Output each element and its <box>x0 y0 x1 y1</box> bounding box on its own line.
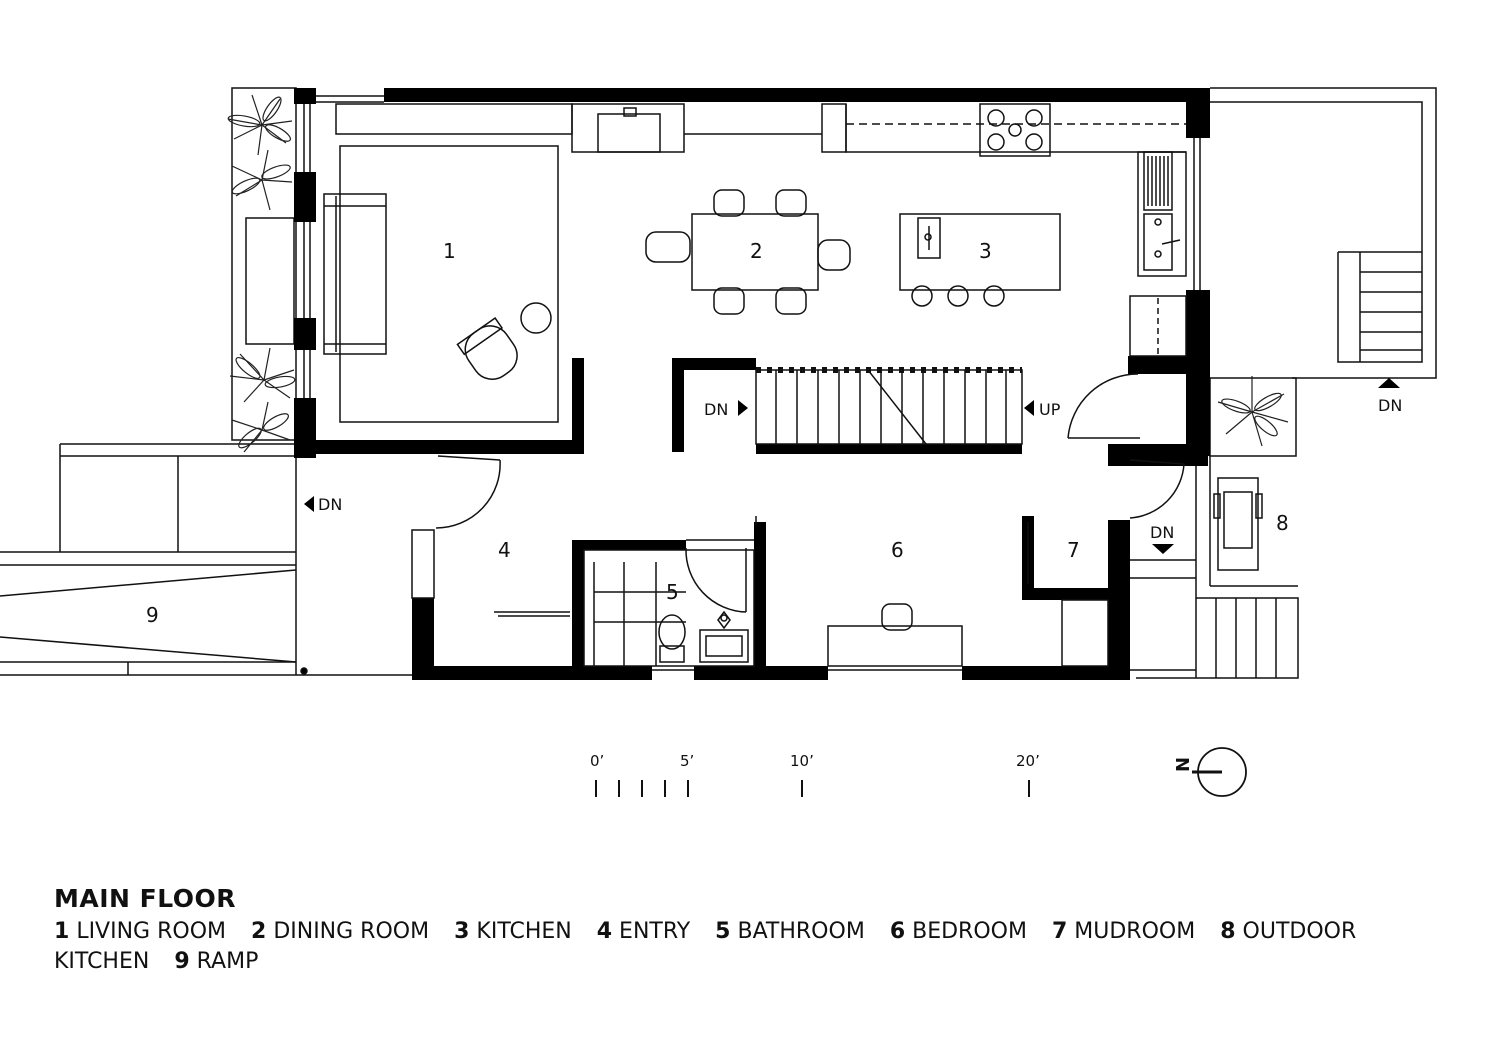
interior-details <box>300 95 1201 675</box>
stair-label-dn-main: DN <box>704 400 728 419</box>
legend-body: 1 LIVING ROOM 2 DINING ROOM 3 KITCHEN 4 … <box>54 917 1434 977</box>
room-number-6: 6 <box>891 538 904 562</box>
legend-item-outdoor-kitchen: 8 OUTDOOR KITCHEN <box>54 919 1357 974</box>
room-number-2: 2 <box>750 239 763 263</box>
legend-item-kitchen: 3 KITCHEN <box>454 919 572 944</box>
stair-label-up: UP <box>1039 400 1061 419</box>
stair-label-dn-mudroom: DN <box>1150 523 1174 542</box>
stair-arrows <box>304 378 1400 554</box>
legend-item-ramp: 9 RAMP <box>174 949 259 974</box>
room-number-1: 1 <box>443 239 456 263</box>
room-number-9: 9 <box>146 603 159 627</box>
stair-label-dn-deck: DN <box>1378 396 1402 415</box>
scale-label-0: 0’ <box>590 752 604 770</box>
scale-bar: 0’ 5’ 10’ 20’ <box>590 752 1040 797</box>
scale-label-20: 20’ <box>1016 752 1040 770</box>
room-number-4: 4 <box>498 538 511 562</box>
exterior-site-lines <box>0 87 1437 679</box>
room-number-3: 3 <box>979 239 992 263</box>
legend-item-mudroom: 7 MUDROOM <box>1051 919 1196 944</box>
scale-label-10: 10’ <box>790 752 814 770</box>
legend-item-bathroom: 5 BATHROOM <box>715 919 865 944</box>
stair-label-dn-entry: DN <box>318 495 342 514</box>
legend-item-entry: 4 ENTRY <box>596 919 691 944</box>
legend-item-living-room: 1 LIVING ROOM <box>54 919 226 944</box>
north-arrow-icon: N <box>1173 747 1247 797</box>
north-label: N <box>1173 757 1194 772</box>
scale-label-5: 5’ <box>680 752 694 770</box>
planter-plants-icon <box>227 94 1289 453</box>
legend: MAIN FLOOR 1 LIVING ROOM 2 DINING ROOM 3… <box>54 884 1454 977</box>
legend-item-dining-room: 2 DINING ROOM <box>251 919 430 944</box>
legend-title: MAIN FLOOR <box>54 884 237 913</box>
walls <box>294 88 1210 680</box>
room-number-8: 8 <box>1276 511 1289 535</box>
legend-item-bedroom: 6 BEDROOM <box>889 919 1027 944</box>
room-number-5: 5 <box>666 580 679 604</box>
room-number-7: 7 <box>1067 538 1080 562</box>
